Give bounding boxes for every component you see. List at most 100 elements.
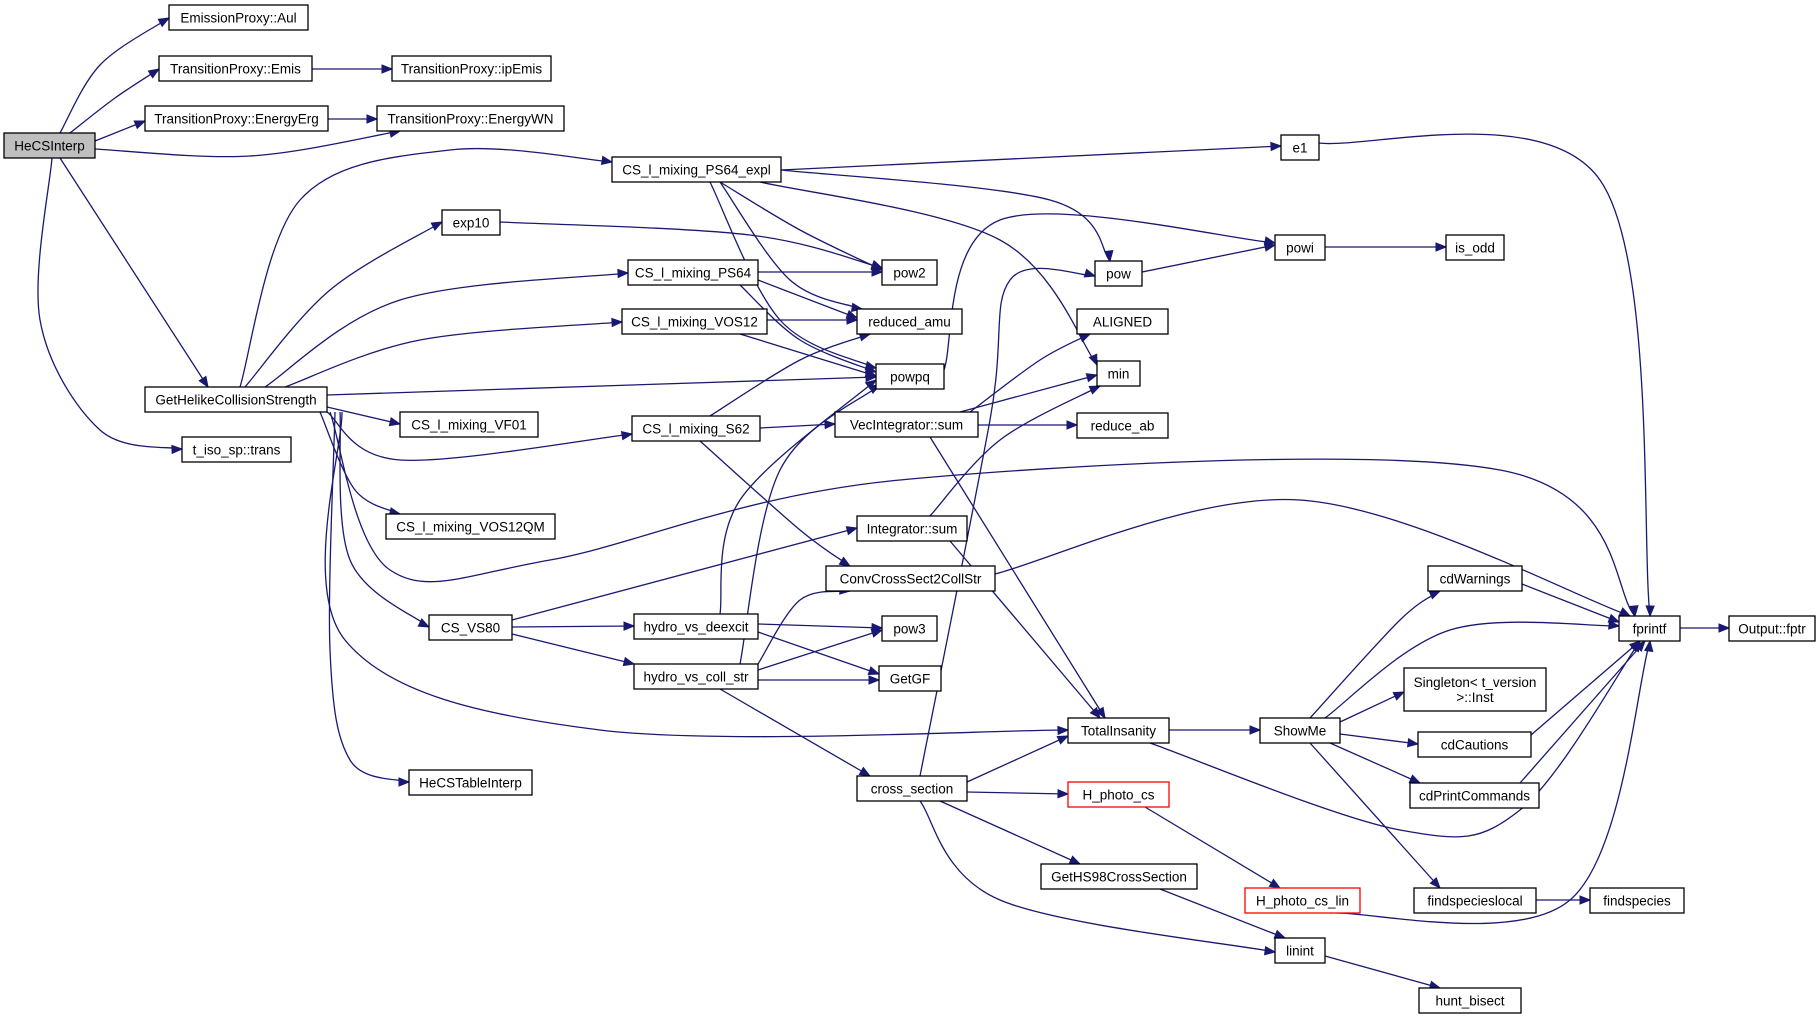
- edge-e1-to-fprintf: [1318, 133, 1655, 618]
- node-H_photo_cs[interactable]: H_photo_cs: [1067, 781, 1170, 808]
- node-VecIntegrator_sum[interactable]: VecIntegrator::sum: [834, 411, 979, 438]
- node-Integrator_sum[interactable]: Integrator::sum: [856, 515, 968, 542]
- node-ConvCrossSect2CollStr[interactable]: ConvCrossSect2CollStr: [825, 565, 996, 592]
- node-CS_l_mixing_PS64_expl[interactable]: CS_l_mixing_PS64_expl: [611, 156, 782, 183]
- node-label: pow2: [893, 266, 925, 281]
- node-H_photo_cs_lin[interactable]: H_photo_cs_lin: [1244, 887, 1361, 914]
- node-label: findspecieslocal: [1427, 894, 1522, 909]
- edge-cdPrintCommands-to-fprintf: [1519, 639, 1646, 784]
- node-reduce_ab[interactable]: reduce_ab: [1076, 412, 1169, 439]
- edge-VecIntegrator_sum-to-TotalInsanity: [929, 436, 1106, 720]
- edge-ShowMe-to-fprintf: [1324, 620, 1621, 719]
- node-pow3[interactable]: pow3: [881, 615, 938, 642]
- edge-GetHelikeCollisionStrength-to-powpq: [326, 372, 878, 396]
- node-CS_l_mixing_VOS12[interactable]: CS_l_mixing_VOS12: [621, 308, 768, 335]
- edge-CS_l_mixing_PS64_expl-to-reduced_amu: [719, 181, 864, 312]
- node-label: GetGF: [890, 672, 931, 687]
- node-label: Integrator::sum: [867, 522, 958, 537]
- node-hydro_vs_deexcit[interactable]: hydro_vs_deexcit: [633, 613, 759, 640]
- node-label: powi: [1286, 241, 1314, 256]
- node-ALIGNED[interactable]: ALIGNED: [1076, 308, 1169, 335]
- node-label: findspecies: [1603, 894, 1671, 909]
- node-min[interactable]: min: [1096, 360, 1141, 387]
- node-TotalInsanity[interactable]: TotalInsanity: [1067, 717, 1170, 744]
- node-CS_l_mixing_VOS12QM[interactable]: CS_l_mixing_VOS12QM: [385, 513, 556, 540]
- edge-CS_l_mixing_VOS12-to-powpq: [739, 333, 878, 378]
- node-label: VecIntegrator::sum: [850, 418, 963, 433]
- node-label: hydro_vs_deexcit: [643, 620, 748, 635]
- edge-H_photo_cs-to-H_photo_cs_lin: [1144, 806, 1282, 889]
- edge-ConvCrossSect2CollStr-to-fprintf: [994, 498, 1632, 617]
- node-CS_l_mixing_S62[interactable]: CS_l_mixing_S62: [631, 415, 761, 442]
- node-findspecies[interactable]: findspecies: [1589, 887, 1685, 914]
- edge-cross_section-to-H_photo_cs: [966, 789, 1070, 799]
- node-CS_l_mixing_PS64[interactable]: CS_l_mixing_PS64: [627, 259, 759, 286]
- node-hydro_vs_coll_str[interactable]: hydro_vs_coll_str: [633, 663, 759, 690]
- node-label: CS_l_mixing_VOS12: [631, 315, 758, 330]
- node-label: t_iso_sp::trans: [193, 443, 281, 458]
- node-label: cdWarnings: [1440, 572, 1511, 587]
- edge-CS_l_mixing_S62-to-VecIntegrator_sum: [759, 419, 837, 430]
- node-powpq[interactable]: powpq: [875, 363, 945, 390]
- edge-HeCSInterp-to-TransitionProxyEmis: [69, 68, 161, 134]
- node-TransitionProxyEnergyErg[interactable]: TransitionProxy::EnergyErg: [144, 105, 329, 132]
- edge-cdWarnings-to-fprintf: [1521, 583, 1621, 623]
- node-cross_section[interactable]: cross_section: [856, 775, 968, 802]
- node-powi[interactable]: powi: [1274, 234, 1326, 261]
- node-CS_VS80[interactable]: CS_VS80: [428, 614, 513, 641]
- node-pow[interactable]: pow: [1094, 260, 1143, 287]
- edge-GetHelikeCollisionStrength-to-HeCSTableInterp: [328, 411, 411, 787]
- node-cdPrintCommands[interactable]: cdPrintCommands: [1409, 782, 1540, 809]
- node-pow2[interactable]: pow2: [881, 259, 938, 286]
- edge-GetHelikeCollisionStrength-to-TotalInsanity: [324, 411, 1070, 738]
- node-t_iso_sp_trans[interactable]: t_iso_sp::trans: [181, 436, 292, 463]
- node-GetHS98CrossSection[interactable]: GetHS98CrossSection: [1040, 863, 1198, 890]
- node-findspecieslocal[interactable]: findspecieslocal: [1413, 887, 1537, 914]
- node-label: CS_l_mixing_PS64_expl: [622, 163, 771, 178]
- node-EmissionProxyAul[interactable]: EmissionProxy::Aul: [168, 4, 309, 31]
- node-exp10[interactable]: exp10: [441, 209, 501, 236]
- node-HeCSInterp[interactable]: HeCSInterp: [3, 132, 96, 159]
- edge-CS_l_mixing_S62-to-ConvCrossSect2CollStr: [699, 440, 852, 567]
- edge-GetHelikeCollisionStrength-to-CS_VS80: [339, 411, 431, 628]
- node-Output_fptr[interactable]: Output::fptr: [1728, 615, 1816, 642]
- node-is_odd[interactable]: is_odd: [1445, 234, 1505, 261]
- edge-TransitionProxyEmis-to-TransitionProxyipEmis: [312, 64, 394, 74]
- node-CS_l_mixing_VF01[interactable]: CS_l_mixing_VF01: [399, 411, 539, 438]
- node-e1[interactable]: e1: [1280, 134, 1320, 161]
- node-cdCautions[interactable]: cdCautions: [1417, 731, 1532, 758]
- node-fprintf[interactable]: fprintf: [1618, 615, 1681, 642]
- node-GetGF[interactable]: GetGF: [878, 665, 942, 692]
- node-label: Output::fptr: [1738, 622, 1806, 637]
- node-Singleton_Inst[interactable]: Singleton< t_version>::Inst: [1403, 667, 1547, 712]
- node-cdWarnings[interactable]: cdWarnings: [1427, 565, 1523, 592]
- node-label: TotalInsanity: [1081, 724, 1156, 739]
- node-label: H_photo_cs_lin: [1256, 894, 1349, 909]
- edge-TotalInsanity-to-fprintf: [1149, 639, 1641, 838]
- edge-HeCSInterp-to-GetHelikeCollisionStrength: [59, 157, 209, 389]
- edge-GetHelikeCollisionStrength-to-exp10: [244, 221, 444, 388]
- node-ShowMe[interactable]: ShowMe: [1259, 717, 1341, 744]
- node-TransitionProxyEnergyWN[interactable]: TransitionProxy::EnergyWN: [376, 105, 565, 132]
- node-label: ALIGNED: [1093, 315, 1153, 330]
- node-TransitionProxyEmis[interactable]: TransitionProxy::Emis: [158, 55, 313, 82]
- edge-hydro_vs_coll_str-to-pow3: [757, 628, 884, 671]
- node-label: GetHelikeCollisionStrength: [155, 393, 316, 408]
- node-GetHelikeCollisionStrength[interactable]: GetHelikeCollisionStrength: [144, 386, 328, 413]
- edge-TotalInsanity-to-ShowMe: [1169, 725, 1262, 735]
- node-linint[interactable]: linint: [1274, 937, 1326, 964]
- node-HeCSTableInterp[interactable]: HeCSTableInterp: [408, 769, 533, 796]
- edge-VecIntegrator_sum-to-ALIGNED: [969, 333, 1092, 413]
- edge-CS_l_mixing_PS64_expl-to-pow: [780, 169, 1114, 263]
- node-reduced_amu[interactable]: reduced_amu: [856, 308, 963, 335]
- node-hunt_bisect[interactable]: hunt_bisect: [1418, 987, 1522, 1014]
- node-label: CS_l_mixing_VOS12QM: [396, 520, 545, 535]
- node-TransitionProxyipEmis[interactable]: TransitionProxy::ipEmis: [391, 55, 552, 82]
- node-label: TransitionProxy::Emis: [170, 62, 301, 77]
- edge-cdCautions-to-fprintf: [1530, 640, 1642, 736]
- node-label: CS_l_mixing_VF01: [411, 418, 527, 433]
- node-label: hunt_bisect: [1435, 994, 1504, 1009]
- nodes-layer: HeCSInterp EmissionProxy::AulTransitionPr…: [3, 4, 1816, 1014]
- node-label: EmissionProxy::Aul: [180, 11, 296, 26]
